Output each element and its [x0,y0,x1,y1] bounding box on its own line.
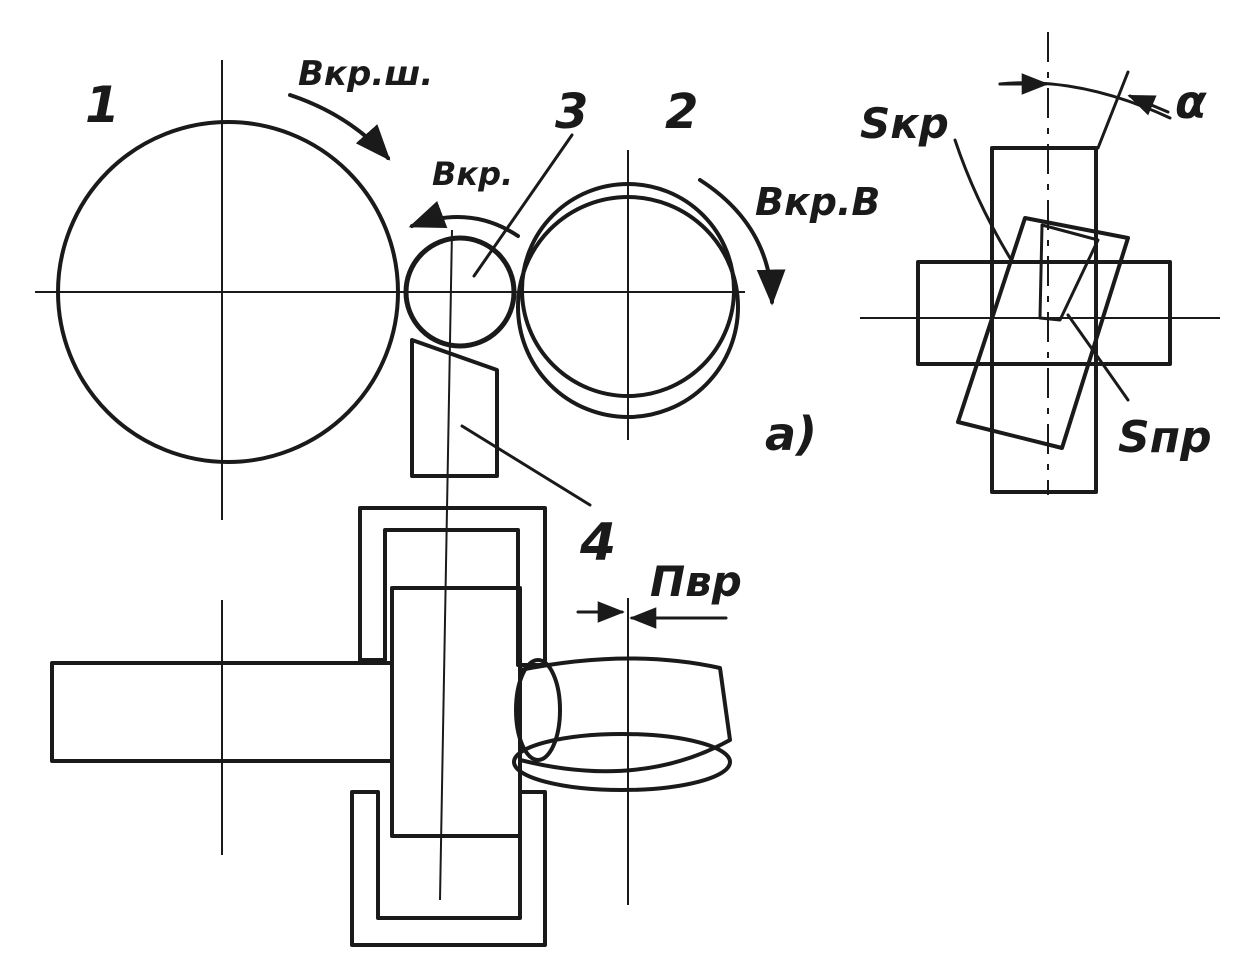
label-wheel-1: 1 [85,76,120,134]
angle-view-grinding-wheel [956,216,1130,450]
plan-view [50,506,732,947]
arrow-regulating-wheel [698,178,786,306]
label-speed-grinding: Bкр.ш. [298,54,433,94]
label-feed-traverse: Пвр [650,557,742,606]
plan-upper-clamp [358,506,547,667]
support-knife-4 [410,338,499,478]
label-wheel-2: 2 [665,84,698,140]
angle-view-workpiece [916,260,1172,366]
label-speed-regulating: Bкр.B [755,180,880,224]
label-feed-circular: Sкр [860,99,949,148]
label-angle-alpha: α [1175,75,1207,129]
label-workpiece-3: 3 [555,84,588,140]
angle-view-regulating-wheel [990,146,1098,494]
leader-4 [460,424,592,507]
leader-3 [472,133,574,278]
label-feed-longitudinal: Sпр [1118,412,1212,463]
label-speed-workpiece: Bкр. [432,155,513,193]
label-view-a: a) [765,407,817,461]
plan-workpiece [390,586,522,838]
plan-regulating-wheel [518,656,732,774]
centre-lines-top [35,60,745,901]
arrow-grinding-wheel [288,93,391,161]
label-knife-4: 4 [579,513,616,573]
plan-lower-clamp [350,790,547,947]
angle-view [860,32,1220,495]
